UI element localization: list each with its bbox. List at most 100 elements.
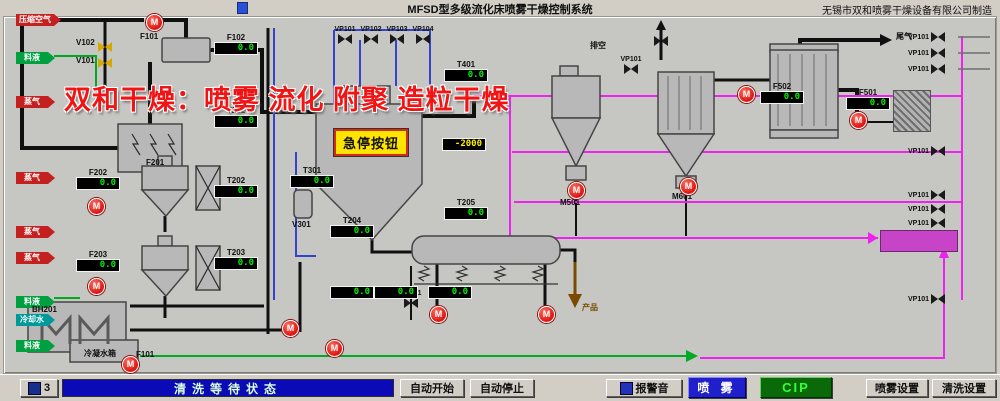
process-valve[interactable]: VP101	[614, 55, 648, 74]
valve-tag: VP102	[360, 26, 382, 33]
bottom-control-bar: 3 清洗等待状态 自动开始 自动停止 报警音 喷 雾 CIP 喷雾设置 清洗设置	[0, 374, 1000, 401]
valve-icon-part	[661, 36, 668, 46]
process-valve[interactable]	[644, 36, 678, 46]
pump-motor[interactable]: M	[88, 198, 105, 215]
app-icon	[237, 2, 248, 14]
alarm-mute-icon	[619, 381, 633, 395]
flow-label: 蒸气	[16, 252, 48, 264]
readout-tag: F202	[88, 168, 108, 177]
valve-icon	[98, 58, 112, 68]
pump-motor[interactable]: M	[538, 306, 555, 323]
equipment-label: V301	[292, 220, 311, 229]
flow-arrow-icon	[48, 172, 55, 184]
process-valve[interactable]: VP101	[908, 294, 946, 304]
counter-icon	[27, 381, 41, 395]
readout-value: 0.0	[76, 259, 120, 272]
exhaust-fan-box	[880, 230, 958, 252]
manufacturer-label: 无锡市双和喷雾干燥设备有限公司制造	[822, 6, 992, 17]
pump-motor[interactable]: M	[88, 278, 105, 295]
valve-tag: VP101	[908, 219, 930, 227]
valve-icon-part	[931, 218, 939, 228]
readout-tag: F502	[772, 82, 792, 91]
valve-icon-part	[938, 64, 946, 74]
valve-icon-part	[345, 34, 352, 44]
pump-motor[interactable]: M	[326, 340, 343, 357]
flow-source: 蒸气	[16, 252, 55, 264]
valve-icon-part	[397, 34, 404, 44]
valve-icon	[404, 298, 418, 308]
equipment-label: 排空	[590, 41, 606, 50]
readout-value: 0.0	[76, 177, 120, 190]
process-valve[interactable]: VP101	[908, 218, 946, 228]
cip-button[interactable]: CIP	[760, 377, 832, 398]
alarm-mute-button[interactable]: 报警音	[606, 379, 682, 397]
emergency-stop-button[interactable]: 急停按钮	[333, 128, 409, 157]
valve-icon-part	[411, 298, 418, 308]
readout-value: 0.0	[330, 286, 374, 299]
readout-value: 0.0	[214, 185, 258, 198]
pump-motor[interactable]: M	[568, 182, 585, 199]
valve-icon-part	[624, 64, 631, 74]
valve-icon-part	[364, 34, 371, 44]
readout-tag: T201	[226, 106, 246, 115]
valve-icon-part	[938, 294, 946, 304]
flow-label: 蒸气	[16, 96, 48, 108]
valve-icon	[931, 146, 946, 156]
pump-motor[interactable]: M	[430, 306, 447, 323]
readout-tag: T401	[456, 60, 476, 69]
auto-start-button[interactable]: 自动开始	[400, 379, 464, 397]
valve-icon	[931, 190, 946, 200]
process-readout: 0.0	[330, 286, 374, 299]
valve-icon	[416, 34, 430, 44]
pump-motor[interactable]: M	[850, 112, 867, 129]
valve-tag: VP101	[908, 295, 930, 303]
valve-tag: VP101	[334, 26, 356, 33]
spray-settings-button[interactable]: 喷雾设置	[866, 379, 928, 397]
process-readout: 0.0	[428, 286, 472, 299]
valve-icon-part	[938, 32, 946, 42]
readout-tag: T301	[302, 166, 322, 175]
flow-source: 料液	[16, 52, 55, 64]
process-valve[interactable]: VP101	[908, 190, 946, 200]
spray-button[interactable]: 喷 雾	[688, 377, 746, 398]
process-valve[interactable]: VP104	[406, 25, 440, 44]
hatched-unit	[893, 90, 931, 132]
valve-tag: VP101	[908, 33, 930, 41]
pump-motor[interactable]: M	[282, 320, 299, 337]
pump-motor[interactable]: M	[680, 178, 697, 195]
clean-settings-button[interactable]: 清洗设置	[932, 379, 996, 397]
process-valve[interactable]: VP101	[908, 146, 946, 156]
flow-source: 压缩空气	[16, 14, 61, 26]
valve-icon-part	[931, 190, 939, 200]
flow-label: 料液	[16, 52, 48, 64]
valve-tag: VP101	[620, 56, 642, 63]
readout-tag: T202	[226, 176, 246, 185]
process-valve[interactable]: VP101	[908, 64, 946, 74]
page-title: MFSD型多级流化床喷雾干燥控制系统	[407, 4, 593, 16]
flow-arrow-icon	[48, 52, 55, 64]
valve-icon-part	[423, 34, 430, 44]
pump-motor[interactable]: M	[122, 356, 139, 373]
valve-tag: VP103	[386, 26, 408, 33]
process-valve[interactable]: VP101	[908, 48, 946, 58]
flow-label: 料液	[16, 340, 48, 352]
readout-tag: T204	[342, 216, 362, 225]
equipment-label: V101	[76, 56, 95, 65]
process-readout: 0.0	[374, 286, 418, 299]
auto-stop-button[interactable]: 自动停止	[470, 379, 534, 397]
process-valve[interactable]: VP101	[908, 204, 946, 214]
pump-motor[interactable]: M	[738, 86, 755, 103]
valve-icon	[931, 204, 946, 214]
readout-tag: F203	[88, 250, 108, 259]
counter-button[interactable]: 3	[20, 379, 58, 397]
process-valve[interactable]: VP101	[908, 32, 946, 42]
pump-motor[interactable]: M	[146, 14, 163, 31]
equipment-label: F201	[146, 158, 165, 167]
